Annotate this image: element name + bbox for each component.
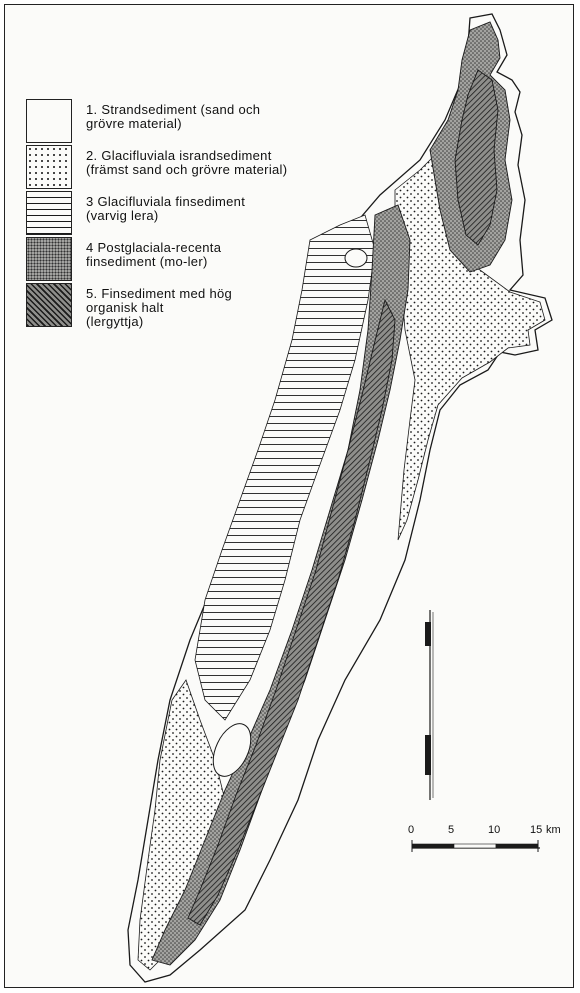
map-legend: 1. Strandsediment (sand och grövre mater…	[26, 97, 386, 337]
legend-label-2: 2. Glacifluviala israndsediment (främst …	[86, 148, 288, 177]
legend-label-3: 3 Glacifluviala finsediment (varvig lera…	[86, 194, 246, 223]
legend-swatch-fine-glacifluvial	[26, 191, 72, 235]
legend-label-1: 1. Strandsediment (sand och grövre mater…	[86, 102, 261, 131]
north-arrow-icon	[425, 610, 434, 800]
legend-swatch-organic	[26, 283, 72, 327]
legend-item-5: 5. Finsediment med hög organisk halt (le…	[26, 281, 386, 337]
zone-glacifluvial-fine	[194, 214, 376, 721]
zone-organic-fine-north	[454, 69, 499, 246]
scale-tick-10: 10	[488, 824, 501, 836]
scale-tick-0: 0	[408, 824, 415, 836]
legend-label-4: 4 Postglaciala-recenta finsediment (mo-l…	[86, 240, 222, 269]
zone-organic-fine-main	[187, 298, 396, 926]
legend-swatch-postglacial	[26, 237, 72, 281]
scale-bar	[411, 840, 540, 852]
zone-postglacial-recent-main	[151, 204, 411, 966]
scale-tick-15: 15	[530, 824, 543, 836]
legend-label-5: 5. Finsediment med hög organisk halt (le…	[86, 286, 233, 329]
legend-swatch-beach	[26, 99, 72, 143]
scale-unit: km	[546, 824, 561, 836]
legend-item-3: 3 Glacifluviala finsediment (varvig lera…	[26, 189, 386, 235]
scale-tick-5: 5	[448, 824, 455, 836]
legend-item-1: 1. Strandsediment (sand och grövre mater…	[26, 97, 386, 143]
island-south-pocket	[212, 723, 252, 777]
island-north	[344, 248, 368, 268]
legend-swatch-ice-marginal	[26, 145, 72, 189]
scale-bar-labels: 0 5 10 15 km	[408, 824, 561, 840]
legend-item-2: 2. Glacifluviala israndsediment (främst …	[26, 143, 386, 189]
legend-item-4: 4 Postglaciala-recenta finsediment (mo-l…	[26, 235, 386, 281]
